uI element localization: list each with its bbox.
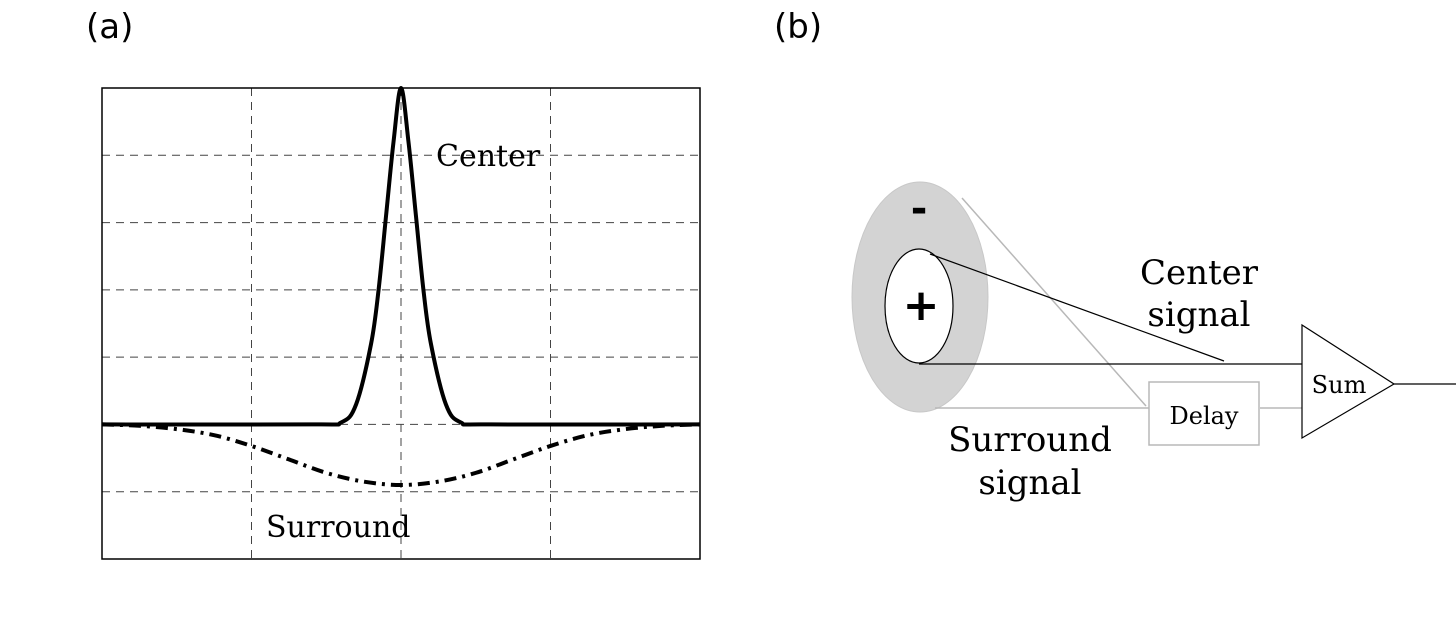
chart-grid xyxy=(102,88,700,559)
surround-signal-label-line1: Surround xyxy=(948,420,1112,460)
minus-sign: - xyxy=(911,186,928,232)
center-surround-chart: Center Surround xyxy=(101,86,701,560)
center-region xyxy=(884,248,954,364)
center-curve-label: Center xyxy=(436,139,541,174)
panel-a-label: (a) xyxy=(86,7,133,47)
series-line-surround xyxy=(101,422,701,487)
sum-node xyxy=(1301,323,1396,440)
receptive-field-model: - + Delay Sum Center signal Surround sig… xyxy=(851,181,1456,503)
surround-cone-line xyxy=(961,197,1147,407)
panel-b-label: (b) xyxy=(774,7,822,47)
chart-frame xyxy=(101,87,701,560)
surround-signal-label-line2: signal xyxy=(978,463,1081,503)
delay-box xyxy=(1148,381,1260,446)
sum-label: Sum xyxy=(1312,371,1367,399)
center-cone-line xyxy=(929,253,1225,362)
plus-sign: + xyxy=(903,280,940,331)
delay-label: Delay xyxy=(1170,402,1239,430)
surround-curve-label: Surround xyxy=(266,510,410,545)
center-signal-label-line2: signal xyxy=(1147,295,1250,335)
center-signal-label-line1: Center xyxy=(1140,253,1259,293)
